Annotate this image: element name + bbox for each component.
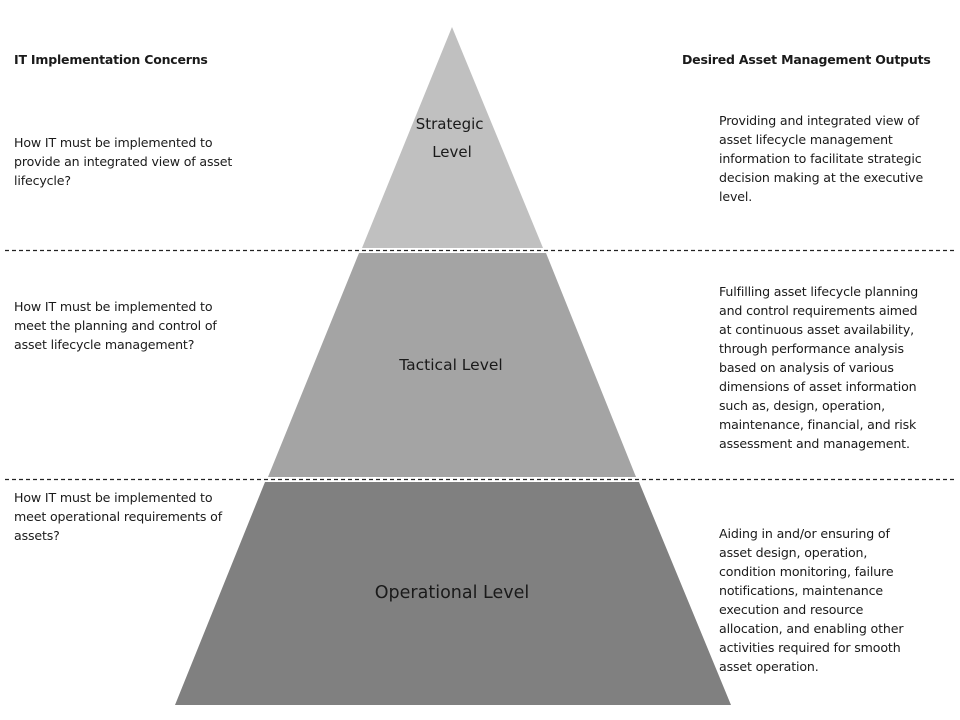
text-line: lifecycle? (14, 173, 71, 188)
text-line: asset lifecycle management? (14, 337, 195, 352)
text-line: information to facilitate strategic (719, 151, 922, 166)
text-line: Aiding in and/or ensuring of (719, 526, 890, 541)
text-line: level. (719, 189, 753, 204)
tactical-output-text: Fulfilling asset lifecycle planning and … (719, 282, 918, 453)
text-line: decision making at the executive (719, 170, 924, 185)
text-line: assessment and management. (719, 436, 910, 451)
operational-output-text: Aiding in and/or ensuring of asset desig… (719, 524, 904, 676)
text-line: condition monitoring, failure (719, 564, 894, 579)
text-line: Providing and integrated view of (719, 113, 920, 128)
text-line: assets? (14, 528, 60, 543)
outputs-column-heading: Desired Asset Management Outputs (682, 52, 931, 67)
text-line: meet operational requirements of (14, 509, 223, 524)
pyramid-band-operational (175, 482, 731, 705)
text-line: Fulfilling asset lifecycle planning (719, 284, 919, 299)
text-line: asset design, operation, (719, 545, 868, 560)
text-line: activities required for smooth (719, 640, 901, 655)
text-line: such as, design, operation, (719, 398, 885, 413)
tactical-concern-text: How IT must be implemented to meet the p… (14, 297, 217, 354)
text-line: asset operation. (719, 659, 819, 674)
text-line: allocation, and enabling other (719, 621, 904, 636)
text-line: through performance analysis (719, 341, 904, 356)
text-line: and control requirements aimed (719, 303, 918, 318)
pyramid-band-tactical (268, 253, 636, 477)
strategic-label-line-2: Level (432, 143, 472, 161)
tactical-level-label: Tactical Level (398, 356, 502, 374)
text-line: dimensions of asset information (719, 379, 917, 394)
strategic-output-text: Providing and integrated view of asset l… (719, 111, 923, 206)
text-line: provide an integrated view of asset (14, 154, 233, 169)
text-line: execution and resource (719, 602, 864, 617)
text-line: based on analysis of various (719, 360, 894, 375)
operational-concern-text: How IT must be implemented to meet opera… (14, 488, 222, 545)
text-line: asset lifecycle management (719, 132, 893, 147)
strategic-level-label: Strategic Level (416, 115, 489, 161)
text-line: maintenance, financial, and risk (719, 417, 917, 432)
strategic-label-line-1: Strategic (416, 115, 484, 133)
concerns-column-heading: IT Implementation Concerns (14, 52, 208, 67)
operational-level-label: Operational Level (375, 583, 529, 603)
text-line: at continuous asset availability, (719, 322, 914, 337)
strategic-concern-text: How IT must be implemented to provide an… (14, 133, 232, 190)
text-line: notifications, maintenance (719, 583, 883, 598)
pyramid-band-strategic (362, 27, 543, 248)
text-line: meet the planning and control of (14, 318, 217, 333)
text-line: How IT must be implemented to (14, 135, 213, 150)
text-line: How IT must be implemented to (14, 299, 213, 314)
text-line: How IT must be implemented to (14, 490, 213, 505)
